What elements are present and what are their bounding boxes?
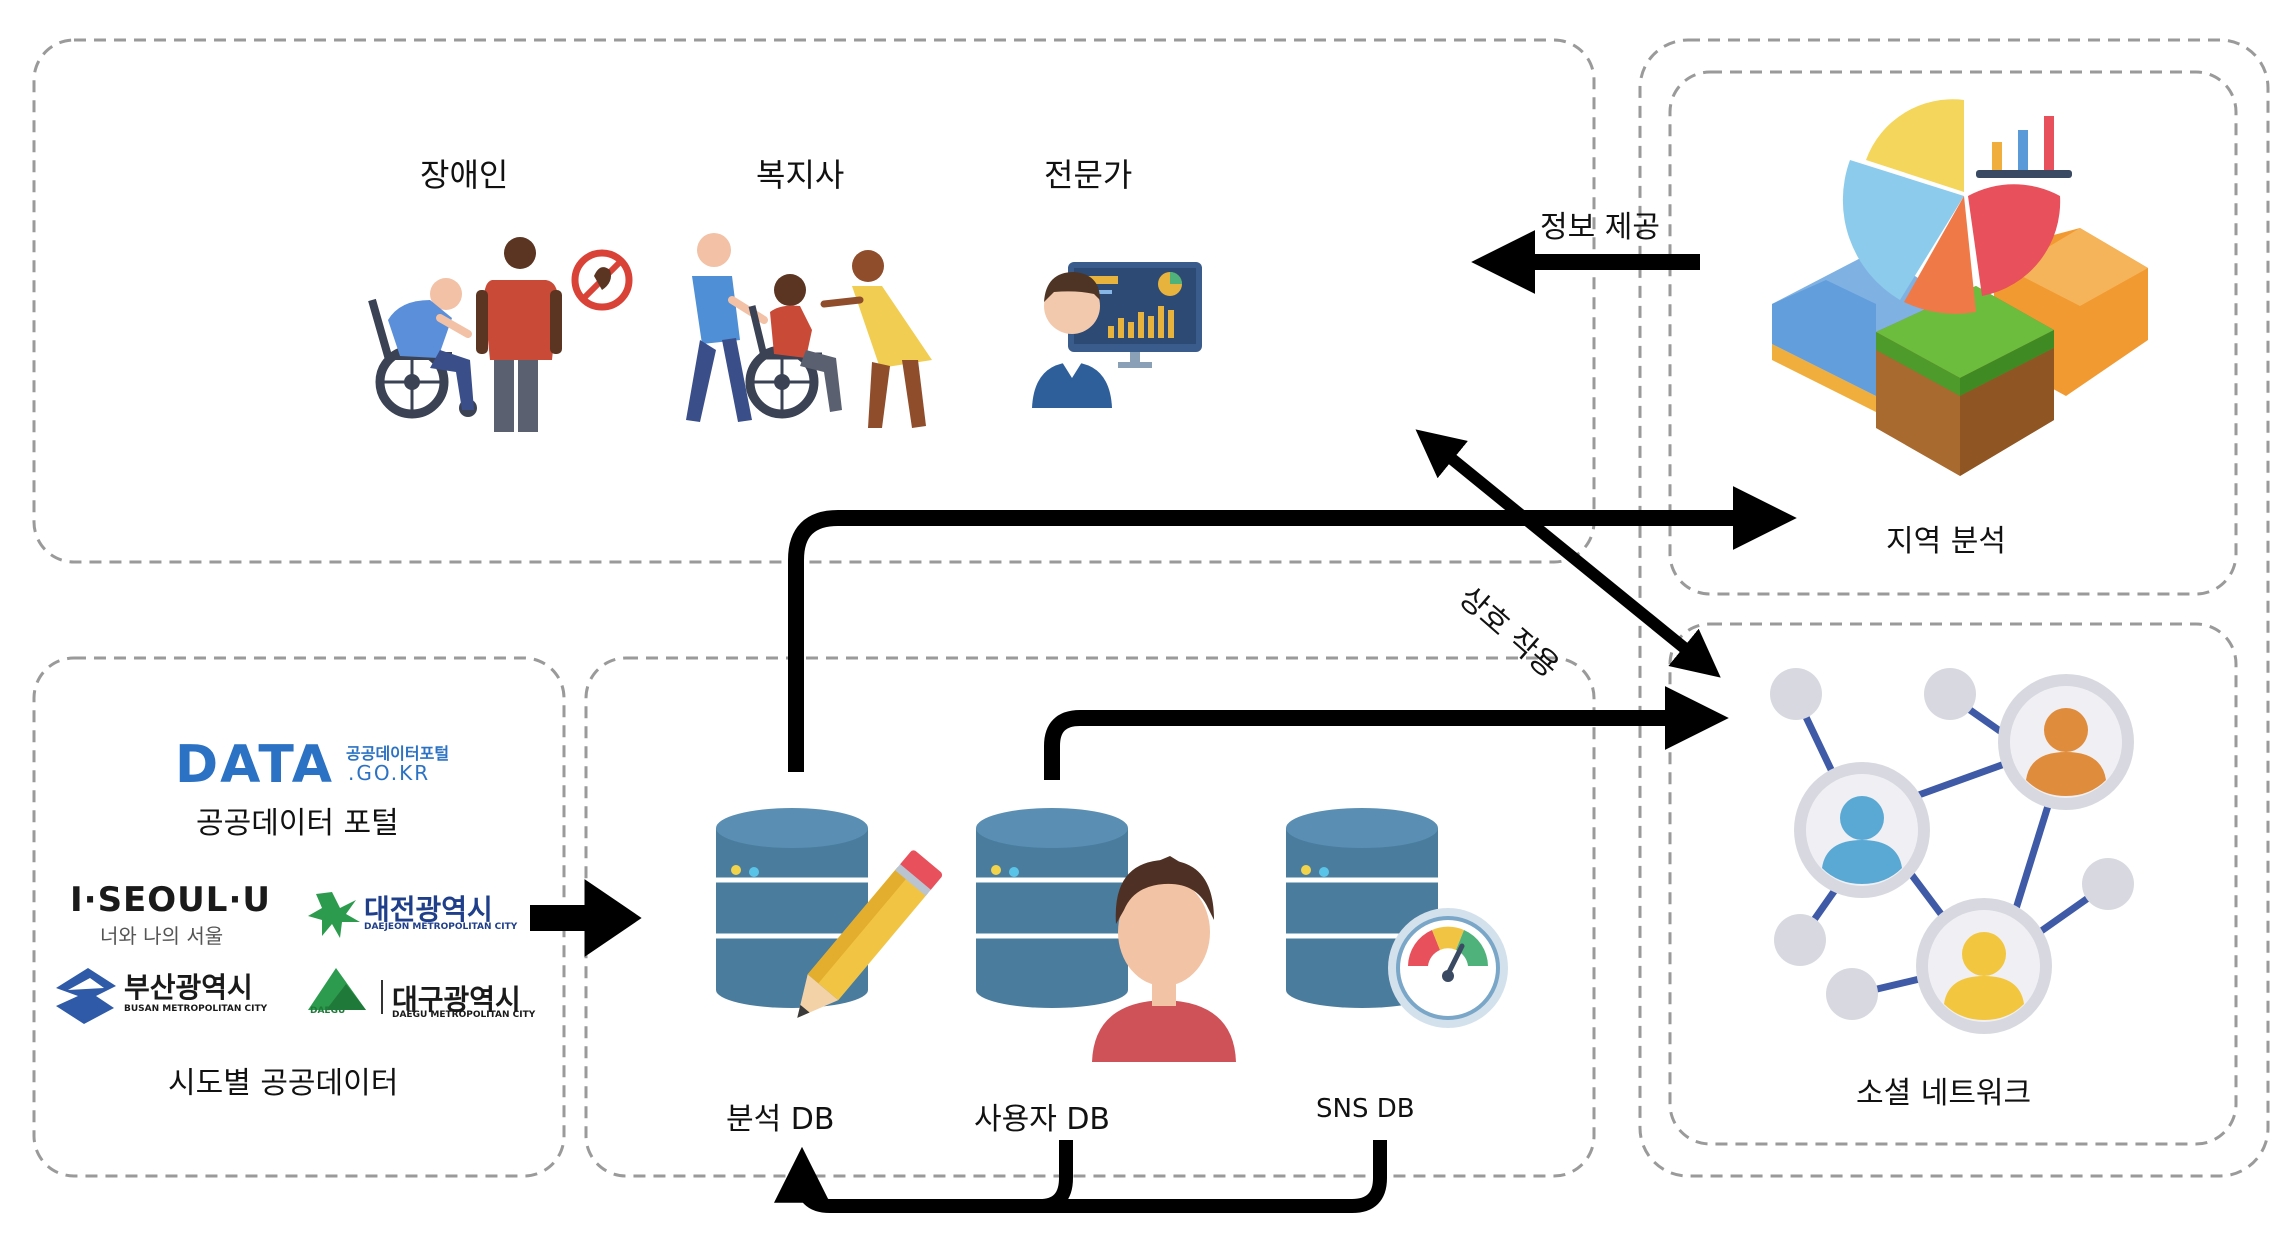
- daejeon-logo: 대전광역시: [364, 893, 493, 926]
- social-network-icon: [1770, 668, 2134, 1034]
- db-feedback-arrow: [774, 1140, 1387, 1213]
- data-portal-logo-sub-top: 공공데이터포털: [346, 744, 450, 763]
- user-db-label: 사용자 DB: [974, 1102, 1111, 1137]
- daejeon-logo-sub: DAEJEON METROPOLITAN CITY: [364, 922, 518, 932]
- analysis-db-label: 분석 DB: [726, 1102, 835, 1137]
- expert-label: 전문가: [1044, 156, 1133, 194]
- disabled-label: 장애인: [420, 156, 509, 194]
- user-db-to-social-arrow: [1044, 686, 1729, 780]
- busan-logo-sub: BUSAN METROPOLITAN CITY: [124, 1004, 268, 1014]
- social-worker-icon: [686, 233, 932, 428]
- public-data-portal-label: 공공데이터 포털: [196, 806, 399, 841]
- users-group-box: [32, 38, 1596, 564]
- daegu-logo-sub: DAEGU METROPOLITAN CITY: [392, 1010, 536, 1020]
- seoul-logo-sub: 너와 나의 서울: [100, 924, 224, 948]
- sns-db-label: SNS DB: [1316, 1094, 1415, 1124]
- info-provide-label: 정보 제공: [1540, 210, 1660, 245]
- sns-db-icon: [1286, 808, 1508, 1028]
- social-worker-label: 복지사: [756, 156, 845, 194]
- data-portal-logo: DATA: [175, 735, 335, 795]
- regional-analysis-icon: [1772, 99, 2148, 476]
- disabled-person-icon: [368, 237, 633, 432]
- data-portal-logo-sub-bottom: .GO.KR: [348, 761, 431, 785]
- daegu-logo: 대구광역시: [392, 983, 521, 1016]
- daegu-logo-mark-text: DAEGU: [310, 1006, 346, 1016]
- daejeon-logo-mark: [308, 892, 360, 938]
- user-db-feedback-branch: [1039, 1140, 1073, 1213]
- interaction-arrow: [1415, 429, 1721, 678]
- regional-public-data-label: 시도별 공공데이터: [168, 1066, 399, 1101]
- expert-icon: [1032, 262, 1202, 408]
- social-network-label: 소셜 네트워크: [1856, 1076, 2032, 1111]
- social-network-box: [1668, 622, 2238, 1146]
- user-db-icon: [976, 808, 1236, 1062]
- busan-logo: 부산광역시: [124, 971, 253, 1004]
- analysis-db-icon: [716, 808, 943, 1018]
- daegu-logo-mark: [308, 968, 383, 1014]
- seoul-logo: I·SEOUL·U: [70, 880, 271, 920]
- analysis-db-to-regional-arrow: [788, 486, 1797, 772]
- busan-logo-mark: [56, 968, 116, 1024]
- regional-analysis-box: [1668, 70, 2238, 596]
- regional-analysis-label: 지역 분석: [1886, 524, 2006, 559]
